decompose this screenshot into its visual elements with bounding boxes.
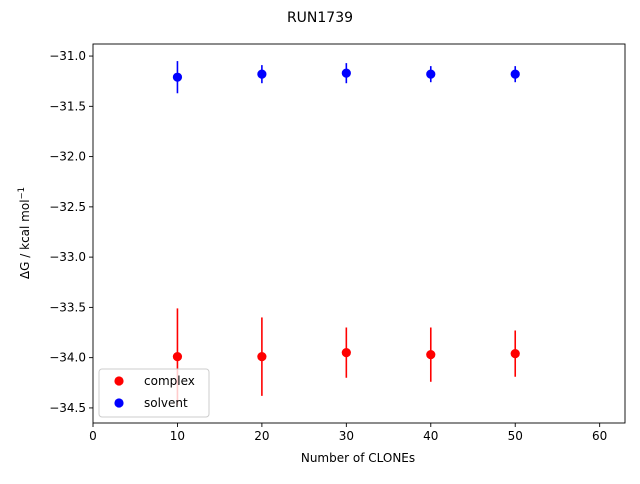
y-axis-label-main: ΔG / kcal mol [18, 199, 32, 279]
complex-point [172, 352, 183, 362]
y-tick-label: −33.0 [49, 250, 86, 264]
x-tick-label: 40 [423, 429, 438, 443]
x-tick-label: 20 [254, 429, 269, 443]
legend-box [98, 368, 210, 418]
y-tick-label: −31.0 [49, 49, 86, 63]
solvent-point [510, 69, 520, 79]
series-solvent [172, 61, 520, 94]
legend-marker-solvent [114, 398, 124, 408]
solvent-point [341, 68, 351, 78]
x-tick-label: 60 [592, 429, 607, 443]
complex-point [510, 349, 520, 359]
y-tick-label: −34.5 [49, 401, 86, 415]
complex-point [341, 348, 351, 358]
x-tick-label: 0 [89, 429, 97, 443]
solvent-point [172, 72, 183, 82]
legend-marker-complex [114, 376, 124, 386]
solvent-point [257, 69, 267, 79]
legend-label-complex: complex [144, 374, 195, 388]
y-axis-label: ΔG / kcal mol−1 [17, 187, 32, 279]
x-tick-label: 50 [508, 429, 523, 443]
legend: complex solvent [98, 368, 210, 418]
complex-point [257, 352, 267, 362]
y-axis-label-superscript: −1 [17, 187, 27, 200]
x-tick-label: 30 [339, 429, 354, 443]
x-tick-label: 10 [170, 429, 185, 443]
chart-title: RUN1739 [287, 10, 353, 26]
y-tick-label: −34.0 [49, 351, 86, 365]
x-axis-label: Number of CLONEs [301, 451, 415, 465]
axes-frame [92, 43, 626, 424]
legend-label-solvent: solvent [144, 396, 188, 410]
y-tick-label: −31.5 [49, 99, 86, 113]
plot-area: 0 10 20 30 40 50 60 −31.0 −31.5 −32.0 −32.5 −33.0 −3… [49, 43, 626, 443]
y-tick-label: −32.5 [49, 200, 86, 214]
y-tick-label: −33.5 [49, 300, 86, 314]
solvent-point [426, 69, 436, 79]
y-tick-label: −32.0 [49, 150, 86, 164]
complex-point [426, 350, 436, 360]
